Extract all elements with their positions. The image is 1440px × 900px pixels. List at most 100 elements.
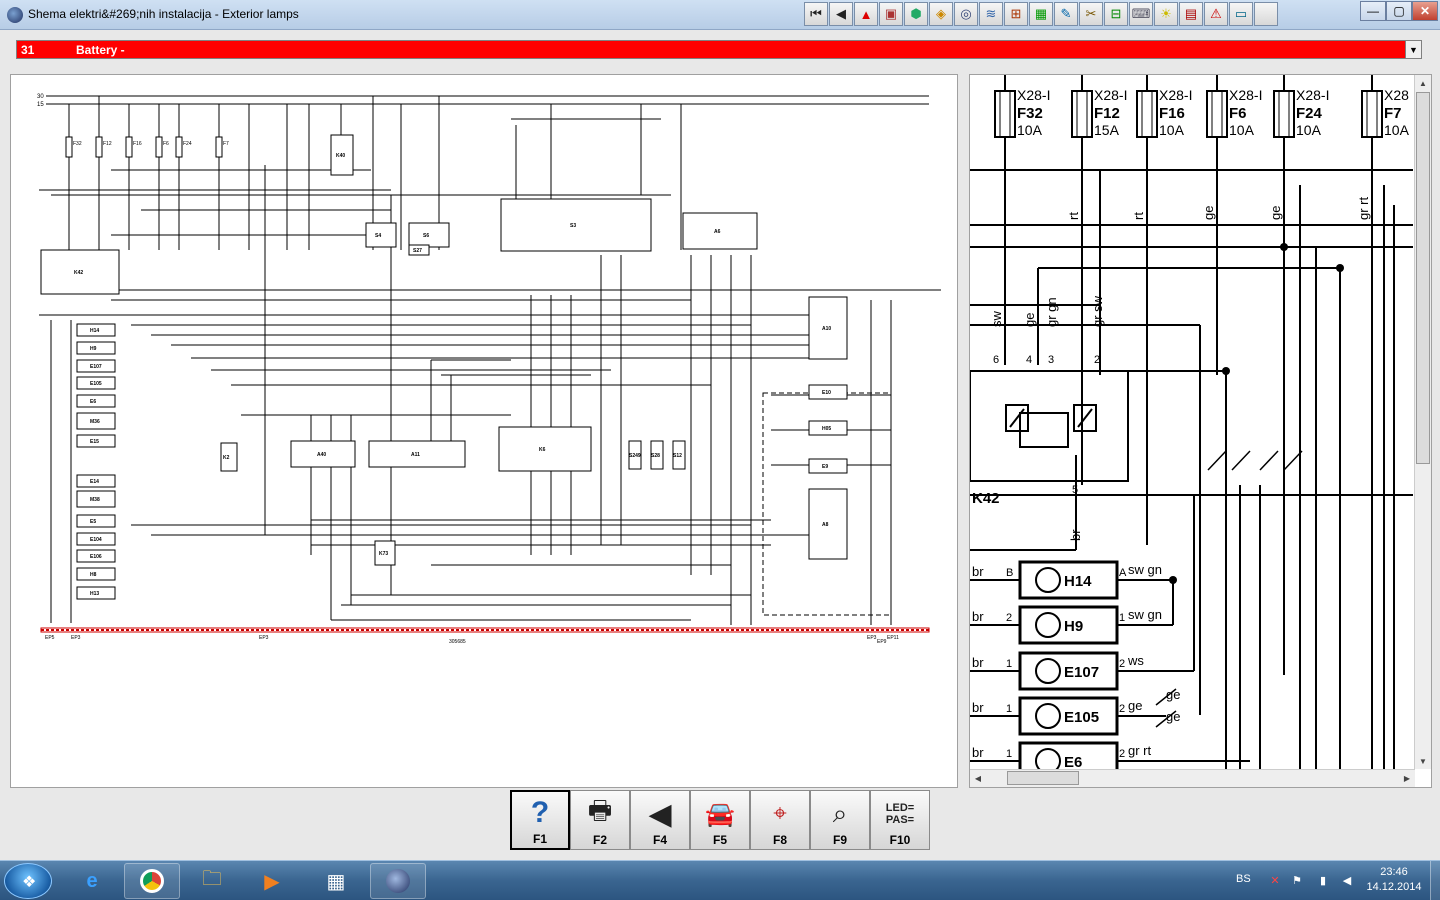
language-indicator[interactable]: BS bbox=[1236, 873, 1251, 885]
module-e5[interactable]: E5 bbox=[76, 514, 116, 528]
component-h14[interactable]: H14 bbox=[1018, 560, 1119, 600]
f8-zoom-part-button[interactable]: ⌖ F8 bbox=[750, 790, 810, 850]
f1-help-button[interactable]: ? F1 bbox=[510, 790, 570, 850]
circuit-select[interactable]: 31 Battery - ▼ bbox=[16, 40, 1422, 59]
blank-icon[interactable] bbox=[1254, 2, 1278, 26]
warning-icon[interactable]: ▲ bbox=[854, 2, 878, 26]
fuse-icon[interactable]: ◈ bbox=[929, 2, 953, 26]
module-s28[interactable]: S28 bbox=[650, 440, 664, 470]
display-icon[interactable]: ▭ bbox=[1229, 2, 1253, 26]
harness-icon[interactable]: ⌨ bbox=[1129, 2, 1153, 26]
module-s249[interactable]: S249 bbox=[628, 440, 642, 470]
module-h13[interactable]: H13 bbox=[76, 586, 116, 600]
fuse-symbol[interactable] bbox=[95, 136, 103, 158]
first-icon[interactable]: ⏮ bbox=[804, 2, 828, 26]
minimize-button[interactable]: — bbox=[1360, 1, 1386, 21]
module-h9[interactable]: H9 bbox=[76, 341, 116, 355]
module-e9[interactable]: E9 bbox=[808, 458, 848, 474]
horizontal-scroll-thumb[interactable] bbox=[1007, 771, 1079, 785]
fuse-symbol[interactable] bbox=[215, 136, 223, 158]
vertical-scrollbar[interactable]: ▲ ▼ bbox=[1414, 75, 1431, 769]
bulb-icon[interactable]: ☀ bbox=[1154, 2, 1178, 26]
action-center-icon[interactable]: ⚑ bbox=[1292, 874, 1302, 887]
module-a10[interactable]: A10 bbox=[808, 296, 848, 360]
vertical-scroll-thumb[interactable] bbox=[1416, 92, 1430, 464]
module-e105[interactable]: E105 bbox=[76, 376, 116, 390]
module-e104[interactable]: E104 bbox=[76, 532, 116, 546]
tools-icon[interactable]: ✂ bbox=[1079, 2, 1103, 26]
module-s4[interactable]: S4 bbox=[365, 222, 397, 248]
explorer-folder-icon[interactable]: 🗀 bbox=[202, 868, 222, 890]
module-a8[interactable]: A8 bbox=[808, 488, 848, 560]
scroll-up-icon[interactable]: ▲ bbox=[1419, 78, 1427, 88]
module-icon[interactable]: ▤ bbox=[1179, 2, 1203, 26]
module-k40[interactable]: K40 bbox=[330, 134, 354, 176]
module-e6[interactable]: E6 bbox=[76, 394, 116, 408]
pinout-icon[interactable]: ⊟ bbox=[1104, 2, 1128, 26]
fuse-symbol[interactable] bbox=[1361, 90, 1383, 138]
connector-icon[interactable]: ⬢ bbox=[904, 2, 928, 26]
ground-icon[interactable]: ◎ bbox=[954, 2, 978, 26]
module-m36[interactable]: M36 bbox=[76, 412, 116, 430]
volume-icon[interactable]: ◀ bbox=[1342, 874, 1352, 887]
start-button[interactable]: ❖ bbox=[4, 863, 52, 899]
f2-print-button[interactable]: 🖶 F2 bbox=[570, 790, 630, 850]
module-k6[interactable]: K6 bbox=[498, 426, 592, 472]
module-h05[interactable]: H05 bbox=[808, 420, 848, 436]
component-h9[interactable]: H9 bbox=[1018, 605, 1119, 645]
fuse-symbol[interactable] bbox=[125, 136, 133, 158]
module-s12[interactable]: S12 bbox=[672, 440, 686, 470]
scroll-left-icon[interactable]: ◀ bbox=[974, 773, 982, 783]
fuse-symbol[interactable] bbox=[1206, 90, 1228, 138]
module-e15[interactable]: E15 bbox=[76, 434, 116, 448]
fuse-symbol[interactable] bbox=[175, 136, 183, 158]
f4-back-button[interactable]: ◀ F4 bbox=[630, 790, 690, 850]
module-e14[interactable]: E14 bbox=[76, 474, 116, 488]
clock[interactable]: 23:46 14.12.2014 bbox=[1366, 865, 1422, 895]
module-e10[interactable]: E10 bbox=[808, 384, 848, 400]
fuse-symbol[interactable] bbox=[1273, 90, 1295, 138]
module-s27[interactable]: S27 bbox=[408, 244, 430, 256]
show-desktop-button[interactable] bbox=[1430, 861, 1440, 900]
f10-led-pas-button[interactable]: LED= PAS= F10 bbox=[870, 790, 930, 850]
module-k42[interactable]: K42 bbox=[40, 249, 120, 295]
chrome-icon[interactable] bbox=[124, 863, 180, 899]
module-k73[interactable]: K73 bbox=[374, 540, 396, 566]
module-h8[interactable]: H8 bbox=[76, 567, 116, 581]
wiring-app-icon[interactable] bbox=[370, 863, 426, 899]
module-s6[interactable]: S6 bbox=[408, 222, 450, 248]
fuse-symbol[interactable] bbox=[1071, 90, 1093, 138]
fuse-symbol[interactable] bbox=[994, 90, 1016, 138]
module-e106[interactable]: E106 bbox=[76, 549, 116, 563]
network-icon[interactable]: ✕ bbox=[1270, 874, 1280, 887]
component-e105[interactable]: E105 bbox=[1018, 696, 1119, 736]
module-k2[interactable]: K2 bbox=[220, 442, 238, 472]
diagnosis-icon[interactable]: ✎ bbox=[1054, 2, 1078, 26]
internet-explorer-icon[interactable]: e bbox=[86, 869, 98, 892]
chevron-down-icon[interactable]: ▼ bbox=[1405, 41, 1421, 58]
f9-magnifier-button[interactable]: ⌕ F9 bbox=[810, 790, 870, 850]
close-button[interactable]: ✕ bbox=[1412, 1, 1438, 21]
calendar-app-icon[interactable]: ▦ bbox=[326, 870, 346, 893]
module-a11[interactable]: A11 bbox=[368, 440, 466, 468]
horizontal-scrollbar[interactable]: ◀ ▶ bbox=[970, 769, 1415, 787]
location-icon[interactable]: ▦ bbox=[1029, 2, 1053, 26]
fuse-symbol[interactable] bbox=[155, 136, 163, 158]
component-e107[interactable]: E107 bbox=[1018, 651, 1119, 691]
module-h14[interactable]: H14 bbox=[76, 323, 116, 337]
module-a40[interactable]: A40 bbox=[290, 440, 356, 468]
wiring-icon[interactable]: ≋ bbox=[979, 2, 1003, 26]
f5-car-button[interactable]: 🚘 F5 bbox=[690, 790, 750, 850]
module-s3[interactable]: S3 bbox=[500, 198, 652, 252]
module-a6[interactable]: A6 bbox=[682, 212, 758, 250]
maximize-button[interactable]: ▢ bbox=[1386, 1, 1412, 21]
module-e107[interactable]: E107 bbox=[76, 359, 116, 373]
scroll-down-icon[interactable]: ▼ bbox=[1419, 756, 1427, 766]
module-m38[interactable]: M38 bbox=[76, 490, 116, 508]
media-player-icon[interactable]: ▶ bbox=[264, 870, 280, 893]
component-icon[interactable]: ▣ bbox=[879, 2, 903, 26]
